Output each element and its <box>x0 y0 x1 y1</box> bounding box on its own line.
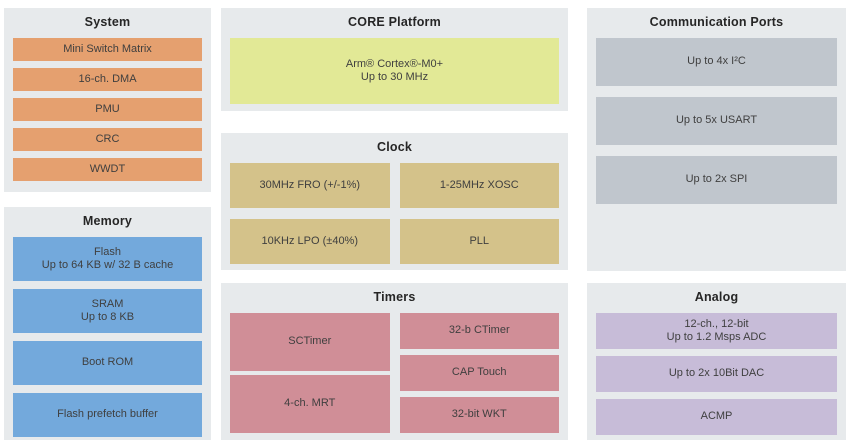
clock-title: Clock <box>376 140 413 154</box>
block-xosc: 1-25MHz XOSC <box>399 163 559 208</box>
block-mini-switch-matrix: Mini Switch Matrix <box>13 38 202 61</box>
block-flash-prefetch-buffer: Flash prefetch buffer <box>13 393 202 437</box>
panel-system: System Mini Switch Matrix 16-ch. DMA PMU… <box>4 8 211 192</box>
block-label: Flash <box>94 245 121 258</box>
block-arm-cortex-m0plus: Arm® Cortex®-M0+ Up to 30 MHz <box>230 38 559 104</box>
block-label: Up to 2x 10Bit DAC <box>668 367 765 380</box>
block-label: Arm® Cortex®-M0+ <box>345 57 444 70</box>
panel-core-platform: CORE Platform Arm® Cortex®-M0+ Up to 30 … <box>221 8 568 111</box>
panel-analog: Analog 12-ch., 12-bit Up to 1.2 Msps ADC… <box>587 283 846 440</box>
block-crc: CRC <box>13 128 202 151</box>
analog-title: Analog <box>694 290 739 304</box>
block-cap-touch: CAP Touch <box>399 355 559 391</box>
block-label: CAP Touch <box>451 366 507 379</box>
timers-title: Timers <box>373 290 416 304</box>
analog-block-list: 12-ch., 12-bit Up to 1.2 Msps ADC Up to … <box>596 313 837 435</box>
block-label: 30MHz FRO (+/-1%) <box>259 178 361 191</box>
comm-block-list: Up to 4x I²C Up to 5x USART Up to 2x SPI <box>596 38 837 204</box>
block-label: Mini Switch Matrix <box>63 42 152 55</box>
block-label: 32-b CTimer <box>448 324 510 337</box>
memory-block-list: Flash Up to 64 KB w/ 32 B cache SRAM Up … <box>13 237 202 437</box>
block-usart: Up to 5x USART <box>596 97 837 145</box>
communication-ports-title: Communication Ports <box>649 15 784 29</box>
block-label: PLL <box>469 234 490 247</box>
timers-right-column: 32-b CTimer CAP Touch 32-bit WKT <box>399 313 559 433</box>
block-pll: PLL <box>399 219 559 264</box>
block-acmp: ACMP <box>596 399 837 435</box>
block-label: Flash prefetch buffer <box>57 408 158 421</box>
clock-block-grid: 30MHz FRO (+/-1%) 1-25MHz XOSC 10KHz LPO… <box>230 163 559 264</box>
panel-communication-ports: Communication Ports Up to 4x I²C Up to 5… <box>587 8 846 271</box>
block-label: WWDT <box>89 162 126 175</box>
block-i2c: Up to 4x I²C <box>596 38 837 86</box>
block-sublabel: Up to 1.2 Msps ADC <box>666 331 767 343</box>
block-adc: 12-ch., 12-bit Up to 1.2 Msps ADC <box>596 313 837 349</box>
block-spi: Up to 2x SPI <box>596 156 837 204</box>
system-block-list: Mini Switch Matrix 16-ch. DMA PMU CRC WW… <box>13 38 202 181</box>
timers-left-column: SCTimer 4-ch. MRT <box>230 313 390 433</box>
panel-timers: Timers SCTimer 4-ch. MRT 32-b CTimer CAP… <box>221 283 568 440</box>
block-fro: 30MHz FRO (+/-1%) <box>230 163 390 208</box>
block-label: PMU <box>95 102 120 115</box>
memory-title: Memory <box>82 214 133 228</box>
block-label: 4-ch. MRT <box>284 397 336 410</box>
block-wwdt: WWDT <box>13 158 202 181</box>
block-sublabel: Up to 30 MHz <box>360 71 429 83</box>
block-label: ACMP <box>700 410 733 423</box>
panel-memory: Memory Flash Up to 64 KB w/ 32 B cache S… <box>4 207 211 440</box>
block-pmu: PMU <box>13 98 202 121</box>
block-wkt: 32-bit WKT <box>399 397 559 433</box>
block-label: CRC <box>95 132 120 145</box>
panel-clock: Clock 30MHz FRO (+/-1%) 1-25MHz XOSC 10K… <box>221 133 568 270</box>
timers-block-grid: SCTimer 4-ch. MRT 32-b CTimer CAP Touch … <box>230 313 559 433</box>
block-mrt: 4-ch. MRT <box>230 375 390 433</box>
block-label: Boot ROM <box>81 356 134 369</box>
block-boot-rom: Boot ROM <box>13 341 202 385</box>
block-sublabel: Up to 8 KB <box>80 311 135 323</box>
block-label: 12-ch., 12-bit <box>684 317 749 330</box>
block-sctimer: SCTimer <box>230 313 390 371</box>
block-sublabel: Up to 64 KB w/ 32 B cache <box>41 259 174 271</box>
core-block-list: Arm® Cortex®-M0+ Up to 30 MHz <box>230 38 559 104</box>
system-title: System <box>84 15 131 29</box>
block-dma: 16-ch. DMA <box>13 68 202 91</box>
core-platform-title: CORE Platform <box>348 15 441 29</box>
block-flash: Flash Up to 64 KB w/ 32 B cache <box>13 237 202 281</box>
block-label: Up to 5x USART <box>675 114 758 127</box>
block-label: SCTimer <box>288 335 332 348</box>
block-label: 1-25MHz XOSC <box>439 178 519 191</box>
block-label: 10KHz LPO (±40%) <box>261 234 359 247</box>
block-label: 16-ch. DMA <box>78 72 137 85</box>
block-ctimer: 32-b CTimer <box>399 313 559 349</box>
block-lpo: 10KHz LPO (±40%) <box>230 219 390 264</box>
block-dac: Up to 2x 10Bit DAC <box>596 356 837 392</box>
block-sram: SRAM Up to 8 KB <box>13 289 202 333</box>
block-label: SRAM <box>91 297 124 310</box>
block-label: 32-bit WKT <box>451 408 507 421</box>
block-label: Up to 2x SPI <box>685 173 748 186</box>
block-label: Up to 4x I²C <box>687 55 746 68</box>
